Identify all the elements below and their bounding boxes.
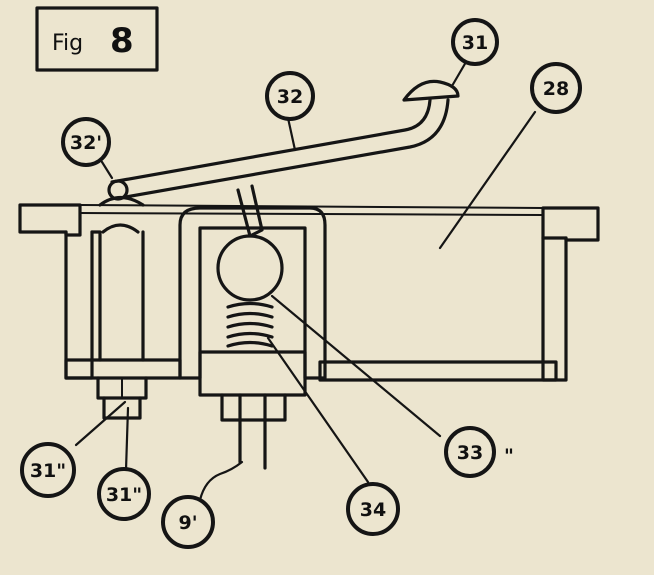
callout-33-suffix: " xyxy=(504,445,514,467)
right-flange xyxy=(541,206,600,242)
callout-32p-label: 32' xyxy=(70,132,102,154)
figure-label-number: 8 xyxy=(110,21,134,61)
spring xyxy=(226,301,274,348)
top-rim-line-inner xyxy=(79,212,544,216)
callout-31: 31 xyxy=(451,18,499,66)
leader-lines xyxy=(74,60,537,502)
callout-32p: 32' xyxy=(61,117,111,167)
nut-lower xyxy=(102,396,142,420)
left-wall xyxy=(64,230,94,380)
bottom-floor-left xyxy=(64,358,182,380)
callout-31pp-left: 31" xyxy=(20,442,76,498)
leader-32 xyxy=(286,116,297,152)
float-tube xyxy=(98,195,145,234)
actuating-pin xyxy=(236,184,264,238)
lever-knob xyxy=(402,79,460,102)
callout-31-label: 31 xyxy=(462,32,488,54)
callout-28-label: 28 xyxy=(543,78,569,100)
leader-28 xyxy=(438,110,537,250)
callout-32-label: 32 xyxy=(277,86,303,108)
valve-chamber xyxy=(178,184,327,470)
leader-33 xyxy=(270,294,442,438)
callout-9p-label: 9' xyxy=(178,512,197,534)
callout-31pp-right-label: 31" xyxy=(106,484,142,506)
valve-ball xyxy=(216,234,284,302)
figure-label: Fig 8 xyxy=(35,6,159,72)
callout-28: 28 xyxy=(530,62,582,114)
bottom-fitting xyxy=(96,376,148,420)
tube-left-edge xyxy=(90,230,102,362)
right-wall xyxy=(541,236,568,382)
housing xyxy=(18,203,600,382)
leader-9p xyxy=(198,460,244,502)
left-flange xyxy=(18,203,82,237)
callout-33-label: 33 xyxy=(457,442,483,464)
leader-31pp-left xyxy=(74,400,127,447)
callout-32: 32 xyxy=(265,71,315,121)
callout-31pp-left-label: 31" xyxy=(30,460,66,482)
lever-arm-top xyxy=(110,98,432,184)
figure-label-prefix: Fig xyxy=(52,31,83,56)
callout-34-label: 34 xyxy=(360,499,386,521)
lever-arm-bottom xyxy=(118,98,450,200)
lever-pivot xyxy=(107,179,129,201)
callout-33: 33 " xyxy=(444,426,514,478)
callout-34: 34 xyxy=(346,482,400,536)
tube-cap xyxy=(101,223,140,234)
leader-31pp-right xyxy=(124,406,130,472)
lever-arm xyxy=(107,79,460,201)
callout-31pp-right: 31" xyxy=(97,467,151,521)
figure-label-box xyxy=(35,6,159,72)
leader-31 xyxy=(450,60,468,88)
valve-seat xyxy=(198,350,307,397)
callout-9p: 9' xyxy=(161,495,215,549)
chamber-shell xyxy=(178,206,327,380)
stem-guide xyxy=(220,393,287,422)
leader-32p xyxy=(100,160,114,180)
leader-34 xyxy=(266,336,370,484)
